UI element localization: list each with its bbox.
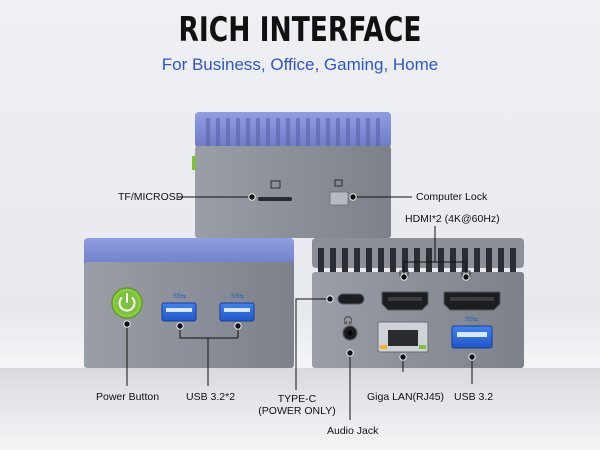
callout-dots (123, 193, 476, 361)
callout-lines (126, 196, 473, 420)
sd-card-slot (258, 197, 292, 201)
mini-pc-left (84, 238, 294, 368)
shelf-surface (0, 368, 600, 450)
label-usb32: USB 3.2 (454, 391, 494, 403)
label-power-button: Power Button (96, 391, 160, 403)
label-type-c-line2: (POWER ONLY) (258, 405, 336, 417)
label-tf-microsd: TF/MICROSD (118, 191, 184, 203)
label-usb32x2: USB 3.2*2 (186, 391, 236, 403)
mini-pc-top (192, 112, 391, 238)
label-type-c: TYPE-C (POWER ONLY) (256, 393, 338, 417)
left-device-lid (84, 238, 294, 268)
lan-led-orange (380, 345, 387, 349)
lan-led-green (419, 345, 426, 349)
label-type-c-line1: TYPE-C (277, 393, 317, 405)
right-device-vents (318, 248, 516, 272)
power-icon (118, 297, 136, 312)
headphone-icon: 🎧 (343, 315, 353, 325)
top-device-lid (195, 112, 391, 148)
label-audio-jack: Audio Jack (327, 425, 379, 437)
top-device-body (195, 146, 391, 238)
lock-icon (334, 179, 343, 187)
side-led (192, 156, 196, 170)
usb-ss-logo-2: SS⇆ (231, 293, 244, 300)
page-title: RICH INTERFACE (178, 10, 422, 50)
type-c-port (337, 293, 365, 305)
label-computer-lock: Computer Lock (416, 191, 488, 203)
sd-icon (270, 180, 281, 189)
kensington-lock-slot (329, 191, 349, 206)
usb-ss-logo-1: SS⇆ (173, 293, 186, 300)
top-device-vents (206, 118, 380, 146)
label-hdmi: HDMI*2 (4K@60Hz) (405, 213, 500, 225)
page-subtitle: For Business, Office, Gaming, Home (161, 55, 439, 74)
mini-pc-right (312, 238, 524, 368)
usb-ss-logo-3: SS⇆ (465, 316, 478, 323)
label-giga-lan: Giga LAN(RJ45) (367, 391, 445, 403)
